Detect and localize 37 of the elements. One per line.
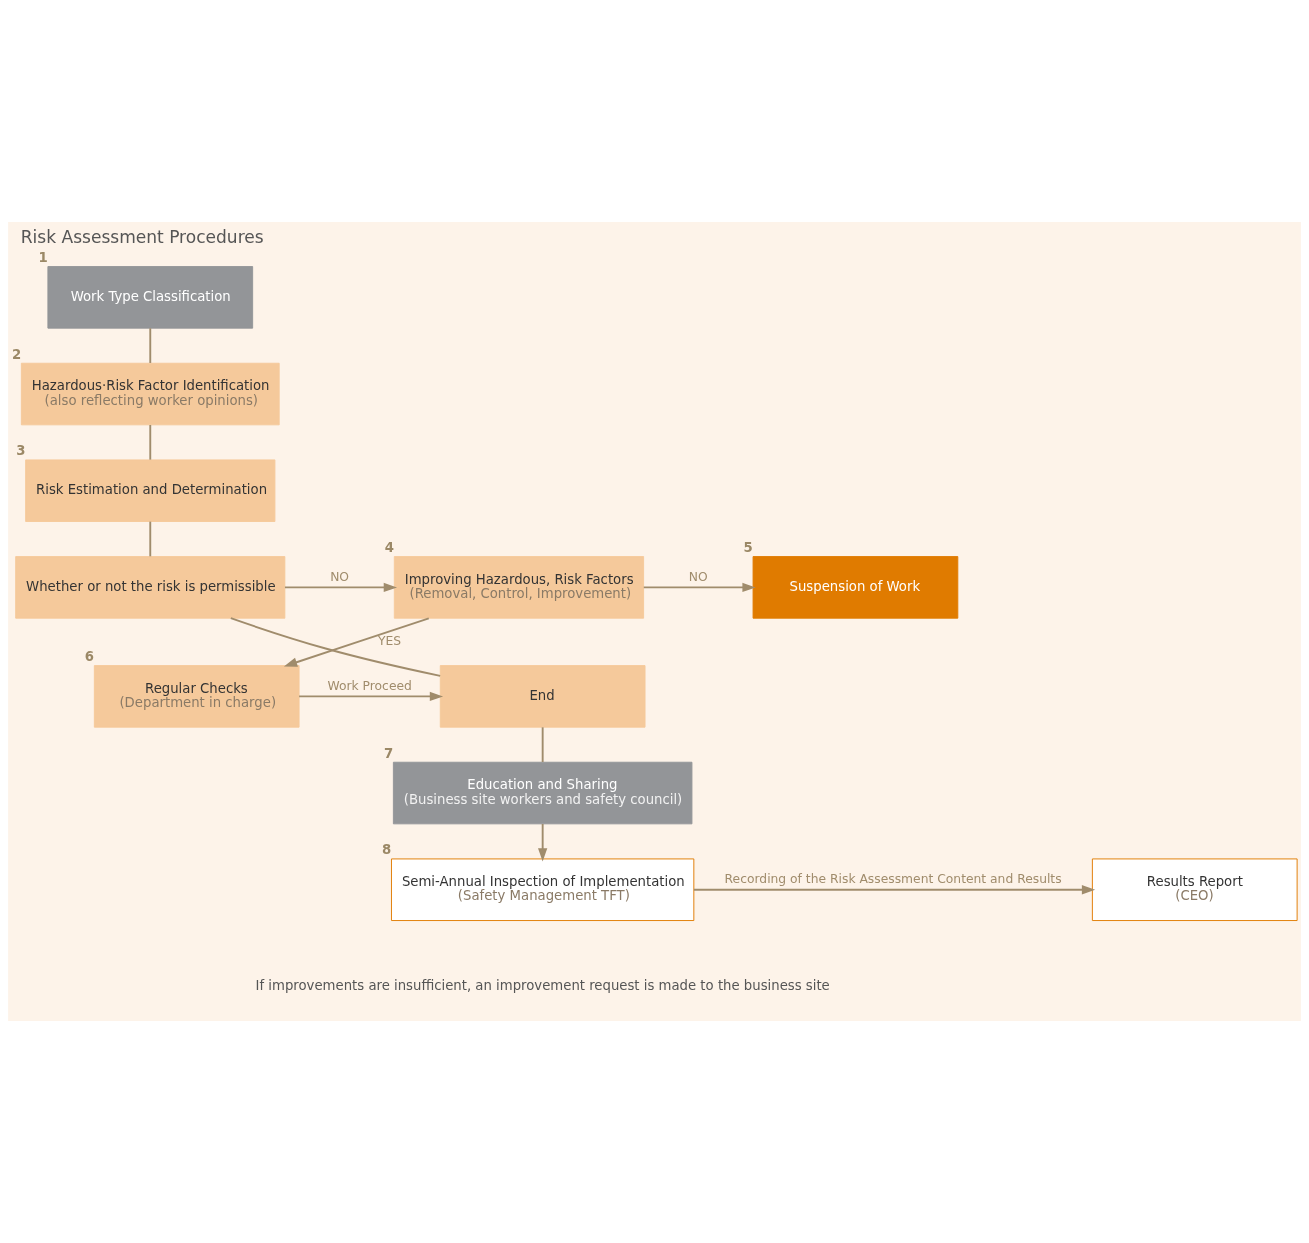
edge-label: NO	[330, 570, 350, 585]
node-label: 8	[382, 842, 392, 858]
connector	[541, 726, 544, 763]
node-box: Education and Sharing (Business site workers and safety council)	[392, 761, 693, 825]
diagram-title: Risk Assessment Procedures	[20, 227, 264, 248]
edge-label: Work Proceed	[327, 679, 412, 694]
node-box: Semi-Annual Inspection of Implementation (Safety Management TFT)	[391, 858, 695, 921]
edge-label: NO	[688, 570, 708, 585]
connector	[149, 327, 152, 364]
connector	[149, 424, 152, 461]
node-box: Whether or not the risk is permissible	[15, 556, 286, 619]
edge-label: YES	[378, 634, 402, 649]
arrow	[538, 823, 548, 862]
node-label: 5	[743, 540, 753, 556]
node-label: 6	[84, 649, 95, 665]
connector	[149, 520, 152, 558]
node-label: 7	[383, 745, 394, 761]
node-box: End	[439, 665, 646, 728]
label: If improvements are insufficient, an improvement request is made to the business site	[255, 977, 830, 993]
arrow	[283, 617, 430, 667]
node-label: 1	[38, 250, 48, 265]
arrow	[692, 885, 1096, 895]
arrow	[284, 582, 398, 593]
node-label: 2	[11, 346, 22, 362]
arrow	[642, 582, 756, 593]
node-box: Suspension of Work	[752, 556, 959, 619]
edge-label: Recording of the Risk Assessment Content and Results	[724, 872, 1062, 887]
arrow	[298, 691, 444, 702]
node-box: Risk Estimation and Determination	[25, 459, 276, 522]
node-label: 3	[16, 443, 26, 459]
node-box: Work Type Classification	[47, 266, 254, 329]
node-box: Results Report (CEO)	[1091, 858, 1298, 921]
node-box: Improving Hazardous, Risk Factors (Removal, Control, Improvement)	[393, 556, 645, 619]
node-box: Regular Checks (Department in charge)	[93, 665, 300, 728]
node-box: Hazardous·Risk Factor Identification (also reflecting worker opinions)	[20, 362, 280, 426]
connector	[229, 617, 442, 677]
node-label: 4	[384, 540, 395, 556]
